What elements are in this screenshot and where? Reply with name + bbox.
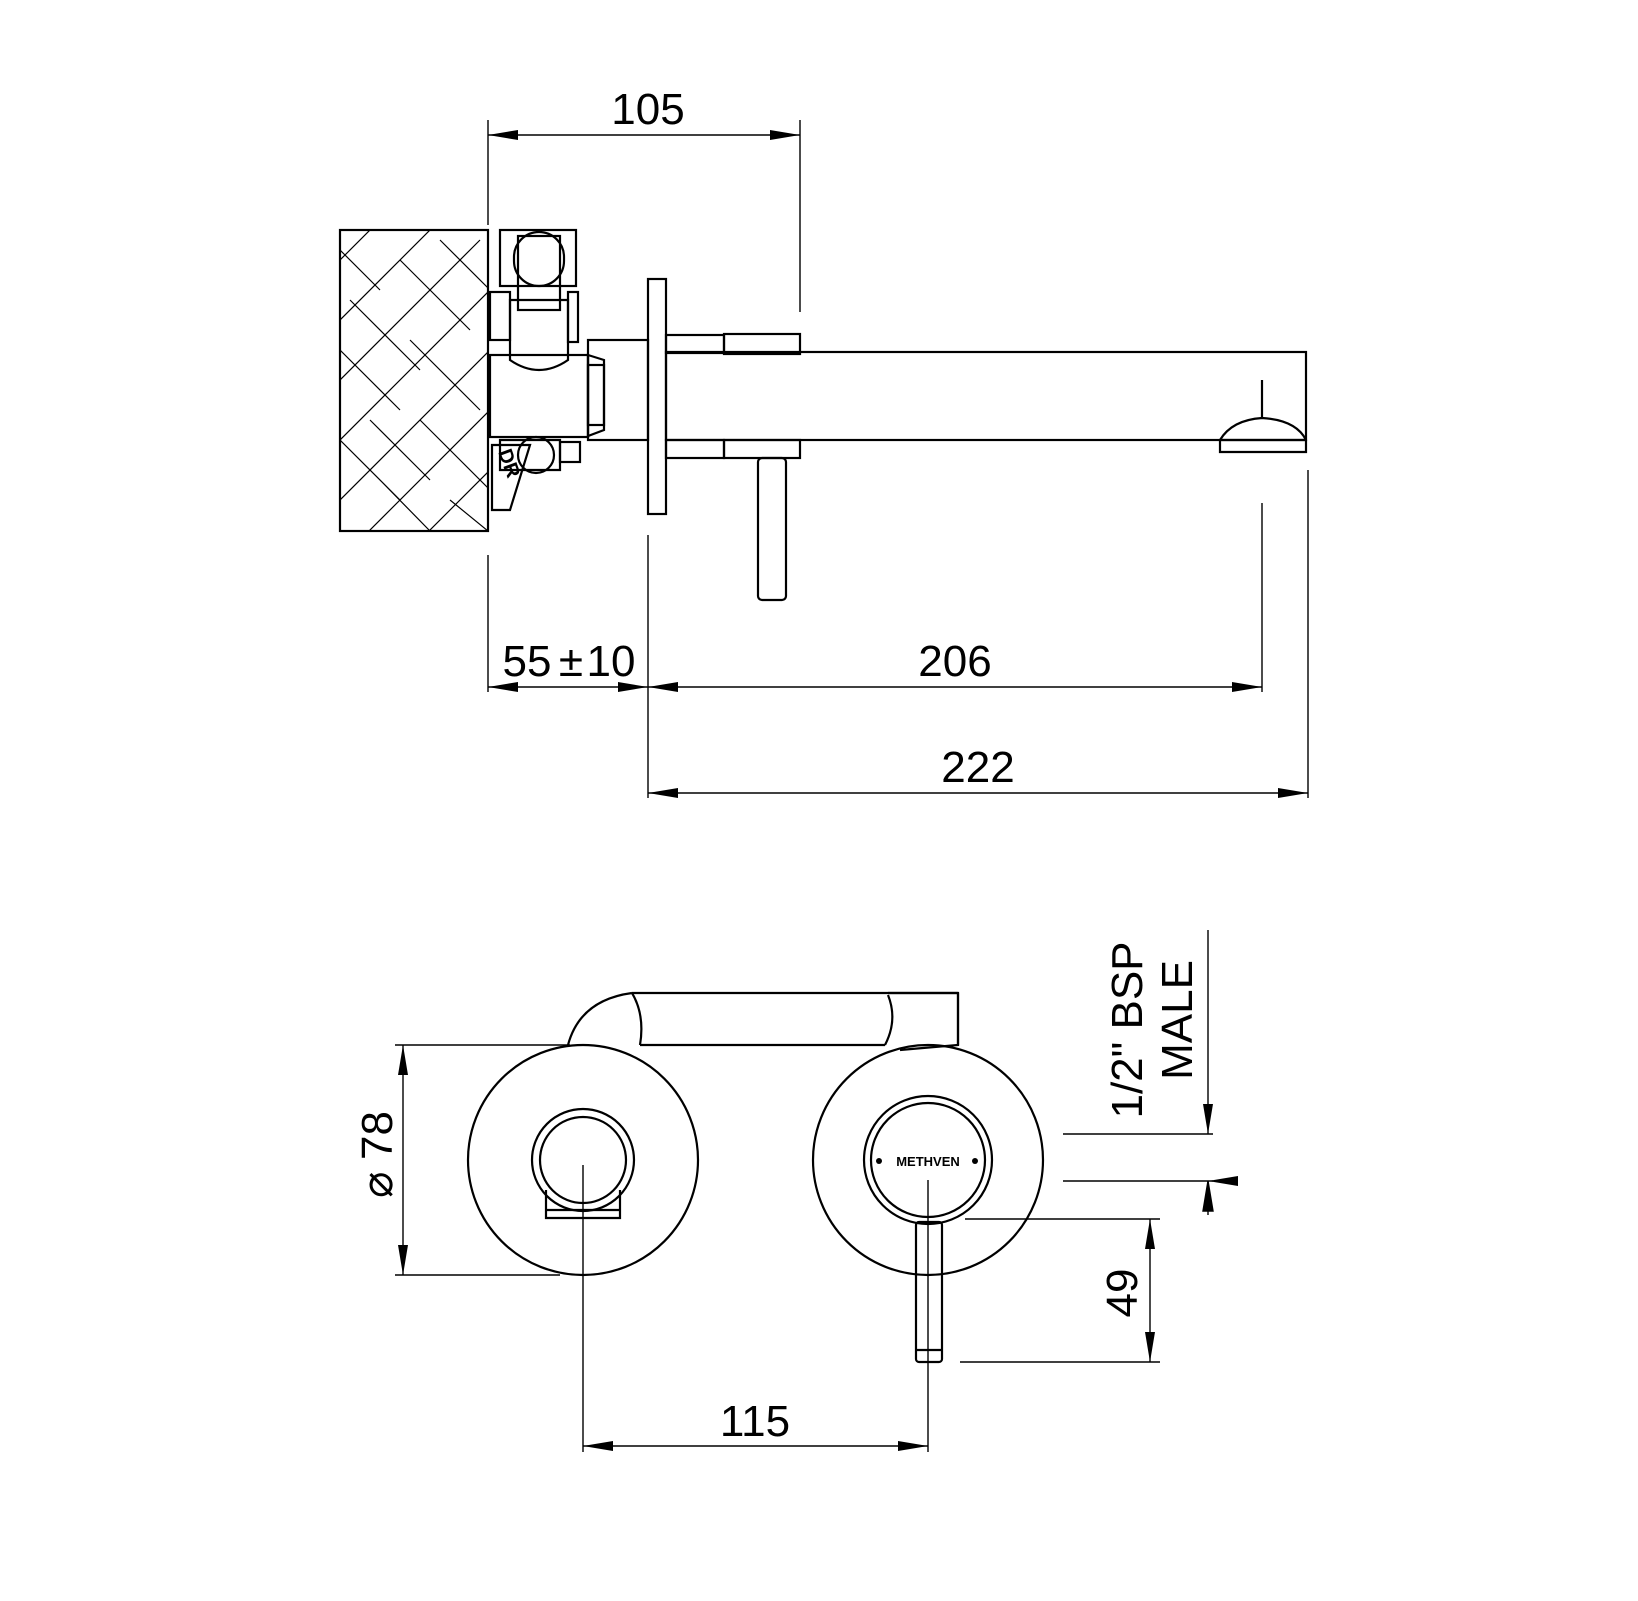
side-dimension-lines [488,130,1308,798]
indicator-dot-right [972,1158,978,1164]
dim-10: 10 [587,637,636,686]
dim-105: 105 [611,85,684,134]
cover-plate-side [646,277,668,516]
connection-label-line2: MALE [1153,960,1202,1080]
brand-logo: METHVEN [896,1154,960,1169]
front-dimension-lines [398,930,1213,1451]
dim-222: 222 [941,743,1014,792]
spout-side [664,332,1308,460]
indicator-dot-left [876,1158,882,1164]
dim-diameter-symbol: ⌀ [353,1172,402,1199]
lever-side [756,456,788,602]
side-view: DR [338,85,1309,798]
wall-section [338,228,490,533]
dim-55: 55 [503,637,552,686]
dim-115: 115 [720,1397,790,1446]
side-extension-lines [487,120,1309,798]
front-view: METHVEN ⌀ 78 115 49 1/2 [353,930,1213,1452]
dim-49: 49 [1098,1269,1147,1318]
dim-78: 78 [353,1111,402,1160]
spout-front [566,991,960,1052]
dim-206: 206 [918,637,991,686]
connection-label-line1: 1/2" BSP [1103,941,1152,1118]
valve-body: DR [488,228,650,512]
front-extension-lines [395,1044,1213,1452]
lever-front [914,1220,944,1364]
dim-tolerance-symbol: ± [559,637,583,686]
